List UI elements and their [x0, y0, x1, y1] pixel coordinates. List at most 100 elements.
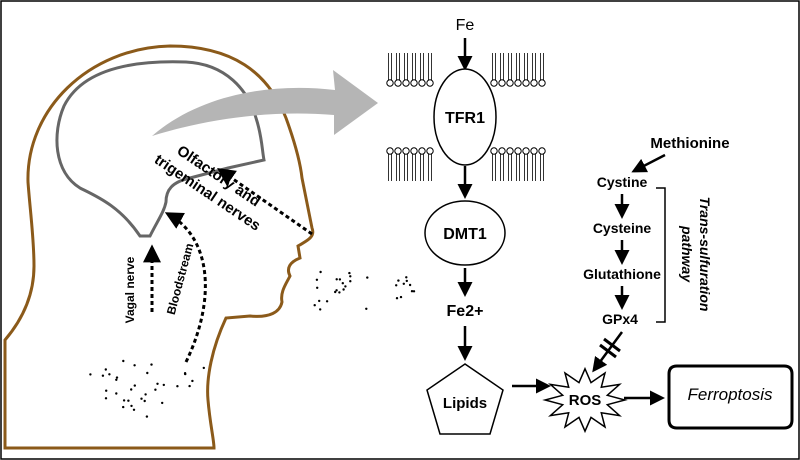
- particle-dot: [108, 373, 111, 376]
- particle-dot: [104, 397, 108, 400]
- particle-dot: [202, 366, 205, 370]
- particle-dot: [154, 388, 157, 391]
- particle-dot: [133, 384, 136, 387]
- particle-dot: [395, 297, 399, 300]
- vagal-label: Vagal nerve: [123, 256, 137, 323]
- particle-dot: [319, 270, 322, 274]
- particle-dot: [313, 304, 316, 307]
- particle-dot: [399, 295, 403, 299]
- particle-dot: [156, 382, 159, 385]
- uptake-arrow: [152, 70, 378, 136]
- fe-label: Fe: [456, 17, 475, 34]
- particle-dot: [89, 373, 92, 376]
- particle-dot: [334, 290, 337, 294]
- particle-dot: [143, 399, 146, 403]
- ferroptosis-label: Ferroptosis: [687, 385, 773, 404]
- particle-dot: [115, 376, 119, 379]
- particle-dot: [144, 393, 147, 396]
- inhibition-bar-1: [599, 343, 617, 359]
- particle-dot: [315, 278, 319, 281]
- particle-dot: [408, 283, 412, 287]
- particle-dot: [130, 388, 133, 391]
- tfr1-node: [433, 68, 497, 166]
- olfactory-pathway-arrow: [217, 167, 313, 236]
- ferroptosis-node: [667, 364, 794, 430]
- particle-dot: [122, 399, 126, 402]
- bloodstream-label: Bloodstream: [164, 242, 197, 316]
- particle-dot: [405, 279, 408, 283]
- olfactory-label: Olfactory and trigeminal nerves: [151, 142, 263, 234]
- head-outline: [3, 44, 315, 450]
- tfr1-label: TFR1: [445, 110, 485, 127]
- particle-dot: [132, 408, 136, 411]
- particle-dot: [397, 279, 400, 282]
- gpx4-label: GPx4: [602, 311, 638, 327]
- particle-dot: [130, 404, 133, 408]
- particle-dot: [405, 276, 408, 279]
- particle-dot: [402, 282, 405, 285]
- particle-dot: [115, 392, 118, 395]
- transsulfuration-label: Trans-sulfuration pathway: [679, 197, 713, 312]
- particle-dot: [349, 275, 352, 278]
- particle-dot: [325, 300, 329, 303]
- particle-dot: [115, 378, 118, 381]
- particle-dot: [104, 368, 108, 371]
- particle-dot: [335, 278, 338, 281]
- dmt1-label: DMT1: [443, 226, 487, 243]
- bloodstream-pathway-arrow: [164, 212, 207, 363]
- inhibition-bar-2: [603, 337, 621, 353]
- methionine-to-cystine-arrow: [631, 153, 666, 173]
- particle-dot: [150, 363, 153, 366]
- particle-dot: [366, 276, 369, 279]
- particle-dot: [162, 383, 165, 387]
- particle-dot: [127, 399, 130, 402]
- particle-dot: [122, 359, 125, 363]
- particle-dot: [395, 284, 398, 287]
- particle-dot: [161, 401, 164, 405]
- cysteine-label: Cysteine: [593, 220, 652, 236]
- particle-dot: [335, 289, 338, 292]
- particle-dot: [316, 286, 319, 289]
- fe2-label: Fe2+: [447, 303, 484, 320]
- particle-dot: [146, 371, 149, 375]
- pathway-bracket: [656, 187, 666, 323]
- particle-dot: [410, 290, 414, 293]
- particle-dot: [319, 308, 322, 311]
- particle-dot: [348, 271, 351, 275]
- particle-dot: [105, 389, 108, 392]
- particle-dot: [349, 280, 352, 283]
- particle-dot: [412, 290, 416, 293]
- particle-dot: [101, 374, 105, 377]
- particle-dot: [338, 291, 341, 294]
- particle-dot: [191, 379, 194, 383]
- lipids-label: Lipids: [443, 395, 487, 412]
- glutathione-label: Glutathione: [583, 266, 661, 282]
- nerve-pathways: [143, 167, 313, 363]
- cell-membrane: [386, 53, 546, 181]
- particle-dot: [184, 372, 187, 376]
- particle-dot: [365, 307, 368, 310]
- ros-node: [542, 366, 628, 434]
- ros-label: ROS: [569, 392, 602, 409]
- methionine-label: Methionine: [650, 135, 729, 152]
- particle-dot: [133, 364, 136, 367]
- brain-outline: [55, 60, 266, 238]
- particle-dots: [89, 270, 416, 418]
- particle-dot: [318, 299, 321, 303]
- particle-dot: [140, 397, 143, 400]
- particle-dot: [145, 415, 149, 418]
- particle-dot: [341, 282, 344, 285]
- particle-dot: [344, 285, 347, 288]
- transsulfuration-line1: Trans-sulfuration: [697, 197, 713, 312]
- particle-dot: [342, 288, 345, 291]
- cystine-label: Cystine: [597, 174, 648, 190]
- particle-dot: [338, 278, 342, 281]
- particle-dot: [188, 384, 191, 388]
- dmt1-node: [424, 200, 506, 266]
- particle-dot: [122, 405, 125, 409]
- lipids-node: [426, 363, 504, 435]
- particle-dot: [176, 385, 179, 388]
- transsulfuration-line2: pathway: [679, 225, 695, 283]
